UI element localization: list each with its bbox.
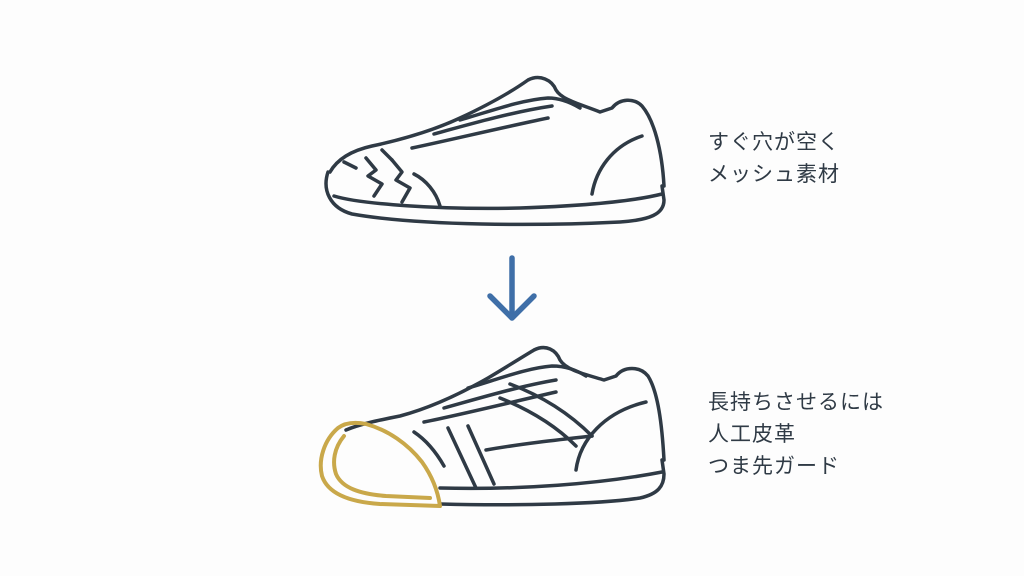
down-arrow-icon [487, 255, 537, 321]
bottom-caption-line3: つま先ガード [708, 454, 840, 478]
top-caption: すぐ穴が空く メッシュ素材 [708, 126, 840, 190]
top-caption-line2: メッシュ素材 [708, 162, 840, 186]
torn-shoe-icon [324, 75, 666, 227]
bottom-caption-line2: 人工皮革 [708, 422, 796, 446]
bottom-caption: 長持ちさせるには 人工皮革 つま先ガード [708, 386, 884, 482]
toe-guard-highlight [318, 420, 442, 508]
top-caption-line1: すぐ穴が空く [708, 130, 840, 154]
guarded-shoe-icon [344, 345, 666, 507]
bottom-caption-line1: 長持ちさせるには [708, 390, 884, 414]
